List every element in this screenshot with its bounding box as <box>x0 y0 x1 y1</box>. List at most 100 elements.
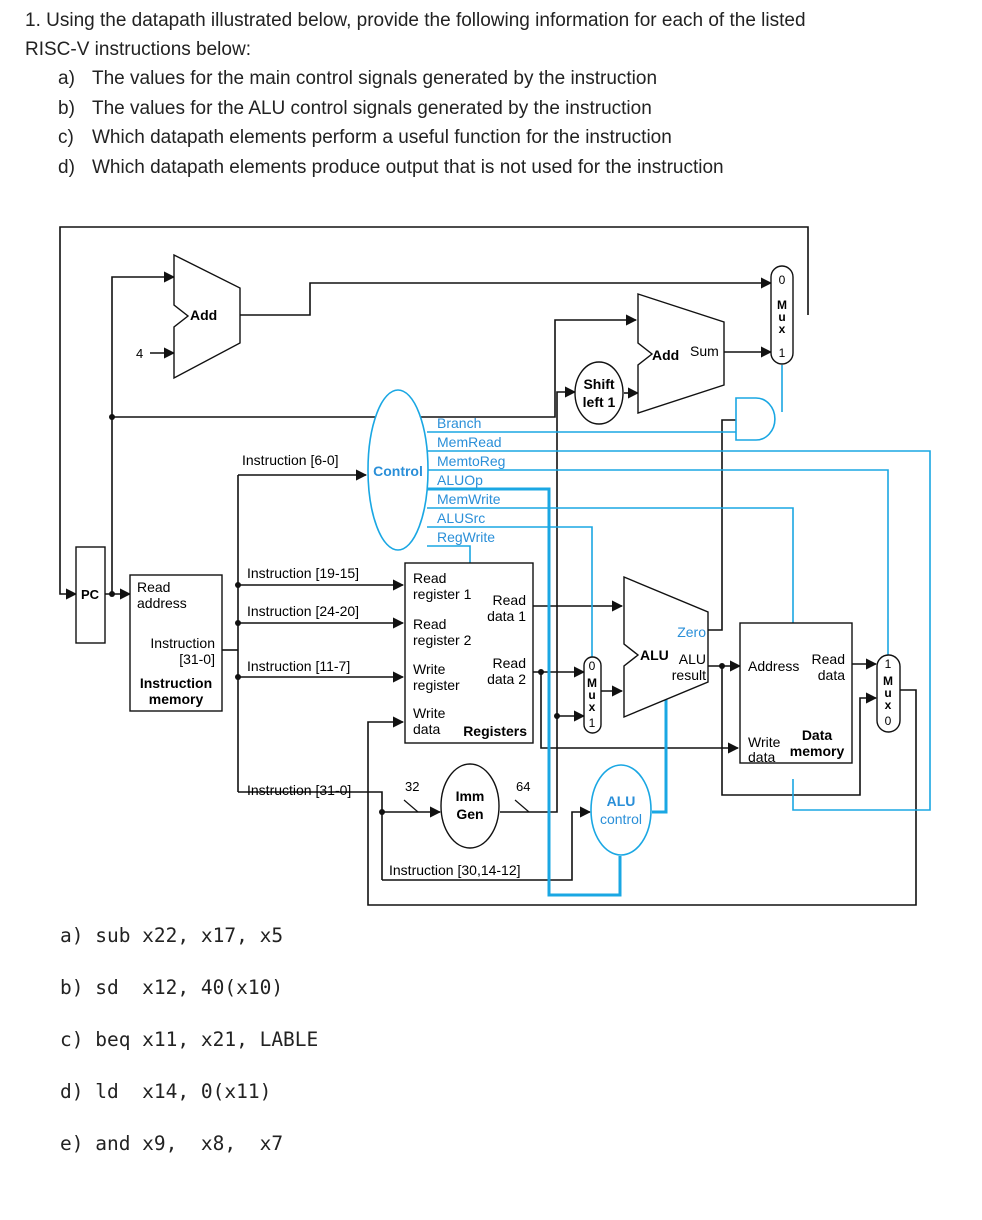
zero-label: Zero <box>677 624 706 640</box>
question-item-letter: b) <box>58 97 75 119</box>
junction-dots <box>109 414 725 815</box>
question-item: a) The values for the main control signal… <box>58 64 724 94</box>
pc-adder-label: Add <box>190 307 217 323</box>
alusrc-mux-one: 1 <box>589 716 596 730</box>
memread-signal: MemRead <box>437 434 502 450</box>
alu-control-unit: ALU control <box>590 764 652 856</box>
question-item: c) Which datapath elements perform a usef… <box>58 123 724 153</box>
instruction-line: d) ld x14, 0(x11) <box>60 1080 272 1103</box>
alu-control-out-wire <box>652 695 668 814</box>
bits-32-label: 32 <box>405 779 419 794</box>
memtoreg-mux-one: 1 <box>885 657 892 671</box>
branch-signal: Branch <box>437 415 481 431</box>
read-data-1-label-2: data 1 <box>487 608 526 624</box>
memtoreg-mux-u: u <box>884 686 891 700</box>
pc-mux-x: x <box>779 322 786 336</box>
instruction-line: a) sub x22, x17, x5 <box>60 924 284 947</box>
read-address-label-2: address <box>137 595 187 611</box>
alusrc-mux-zero: 0 <box>589 659 596 673</box>
reg-write-data-label: Write <box>413 705 446 721</box>
dm-title: Data <box>802 727 833 743</box>
read-data-2-label-2: data 2 <box>487 671 526 687</box>
alu-control-label-2: control <box>600 811 642 827</box>
question-item-letter: a) <box>58 68 75 89</box>
and-gate <box>735 397 776 441</box>
alu-control-label: ALU <box>607 793 636 809</box>
question-intro-line2: RISC-V instructions below: <box>25 39 251 60</box>
memtoreg-mux-m: M <box>883 674 893 688</box>
aluop-wire <box>427 487 622 897</box>
instruction-line: b) sd x12, 40(x10) <box>60 976 284 999</box>
branch-adder-label: Add <box>652 347 679 363</box>
instruction-out-label-2: [31-0] <box>179 651 215 667</box>
read-register-1-label: Read <box>413 570 446 586</box>
pc-mux-m: M <box>777 298 787 312</box>
datapath-diagram: PC Read address Instruction [31-0] Instr… <box>59 226 931 906</box>
read-data-1-label: Read <box>493 592 526 608</box>
imm-gen: Imm Gen 32 64 <box>403 763 530 849</box>
question-item-letter: d) <box>58 156 75 178</box>
read-data-2-label: Read <box>493 655 526 671</box>
instruction-line: e) and x9, x8, x7 <box>60 1132 284 1155</box>
sum-label: Sum <box>690 343 719 359</box>
read-register-1-label-2: register 1 <box>413 586 472 602</box>
alu-label: ALU <box>640 647 669 663</box>
alu-result-label-2: result <box>672 667 706 683</box>
alu-ctrl-bits-label: Instruction [30,14-12] <box>389 862 521 878</box>
memtoreg-signal: MemtoReg <box>437 453 505 469</box>
memtoreg-mux: 1 M u x 0 <box>876 654 901 733</box>
memtoreg-mux-zero: 0 <box>885 714 892 728</box>
pc-mux-one: 1 <box>779 346 786 360</box>
alusrc-mux-u: u <box>588 688 595 702</box>
rs2-field-label: Instruction [24-20] <box>247 603 359 619</box>
alusrc-mux: 0 M u x 1 <box>583 656 602 734</box>
pc-mux: 0 M u x 1 <box>770 265 794 365</box>
dm-read-data-label: Read <box>812 651 845 667</box>
instruction-memory-title-2: memory <box>149 691 204 707</box>
question-intro: 1. Using the datapath illustrated below,… <box>25 6 925 64</box>
shift-left-unit: Shift left 1 <box>574 361 624 425</box>
question-item-text: The values for the ALU control signals g… <box>92 97 652 119</box>
read-register-2-label-2: register 2 <box>413 632 472 648</box>
shift-label-2: left 1 <box>583 394 616 410</box>
pc-mux-u: u <box>778 310 785 324</box>
dm-write-data-label-2: data <box>748 749 775 765</box>
imm-gen-label: Imm <box>456 788 485 804</box>
dm-write-data-label: Write <box>748 734 781 750</box>
pc-mux-zero: 0 <box>779 273 786 287</box>
registers-title: Registers <box>463 723 527 739</box>
bits-64-label: 64 <box>516 779 530 794</box>
pc-adder: Add <box>173 253 241 380</box>
alusrc-mux-x: x <box>589 700 596 714</box>
question-item-text: The values for the main control signals … <box>92 68 658 89</box>
const-four: 4 <box>136 346 143 361</box>
dm-title-2: memory <box>790 743 845 759</box>
alu-result-label: ALU <box>679 651 706 667</box>
data-memory: Address Read data Write data Data memory <box>739 622 853 765</box>
dm-address-label: Address <box>748 658 799 674</box>
question-item: d)Which datapath elements produce output… <box>58 153 724 183</box>
instruction-out-label: Instruction <box>150 635 215 651</box>
instruction-memory-title: Instruction <box>140 675 212 691</box>
alu: ALU Zero ALU result <box>623 575 709 719</box>
pc-label: PC <box>81 587 100 602</box>
read-register-2-label: Read <box>413 616 446 632</box>
alusrc-signal: ALUSrc <box>437 510 485 526</box>
dm-read-data-label-2: data <box>818 667 845 683</box>
question-item-letter: c) <box>58 127 74 148</box>
aluop-signal: ALUOp <box>437 472 483 488</box>
memtoreg-mux-x: x <box>885 698 892 712</box>
pc-register: PC <box>75 546 106 644</box>
instruction-line: c) beq x11, x21, LABLE <box>60 1028 319 1051</box>
full-instruction-label: Instruction [31-0] <box>247 782 351 798</box>
instruction-memory: Read address Instruction [31-0] Instruct… <box>129 574 223 712</box>
instruction-field-labels: Instruction [6-0] Instruction [19-15] In… <box>242 452 521 878</box>
rs1-field-label: Instruction [19-15] <box>247 565 359 581</box>
alusrc-mux-m: M <box>587 676 597 690</box>
control-wires <box>427 365 931 811</box>
imm-gen-label-2: Gen <box>456 806 483 822</box>
write-register-label-2: register <box>413 677 460 693</box>
question-intro-line1: 1. Using the datapath illustrated below,… <box>25 10 806 31</box>
memwrite-signal: MemWrite <box>437 491 501 507</box>
question-item-text: Which datapath elements perform a useful… <box>92 127 672 148</box>
